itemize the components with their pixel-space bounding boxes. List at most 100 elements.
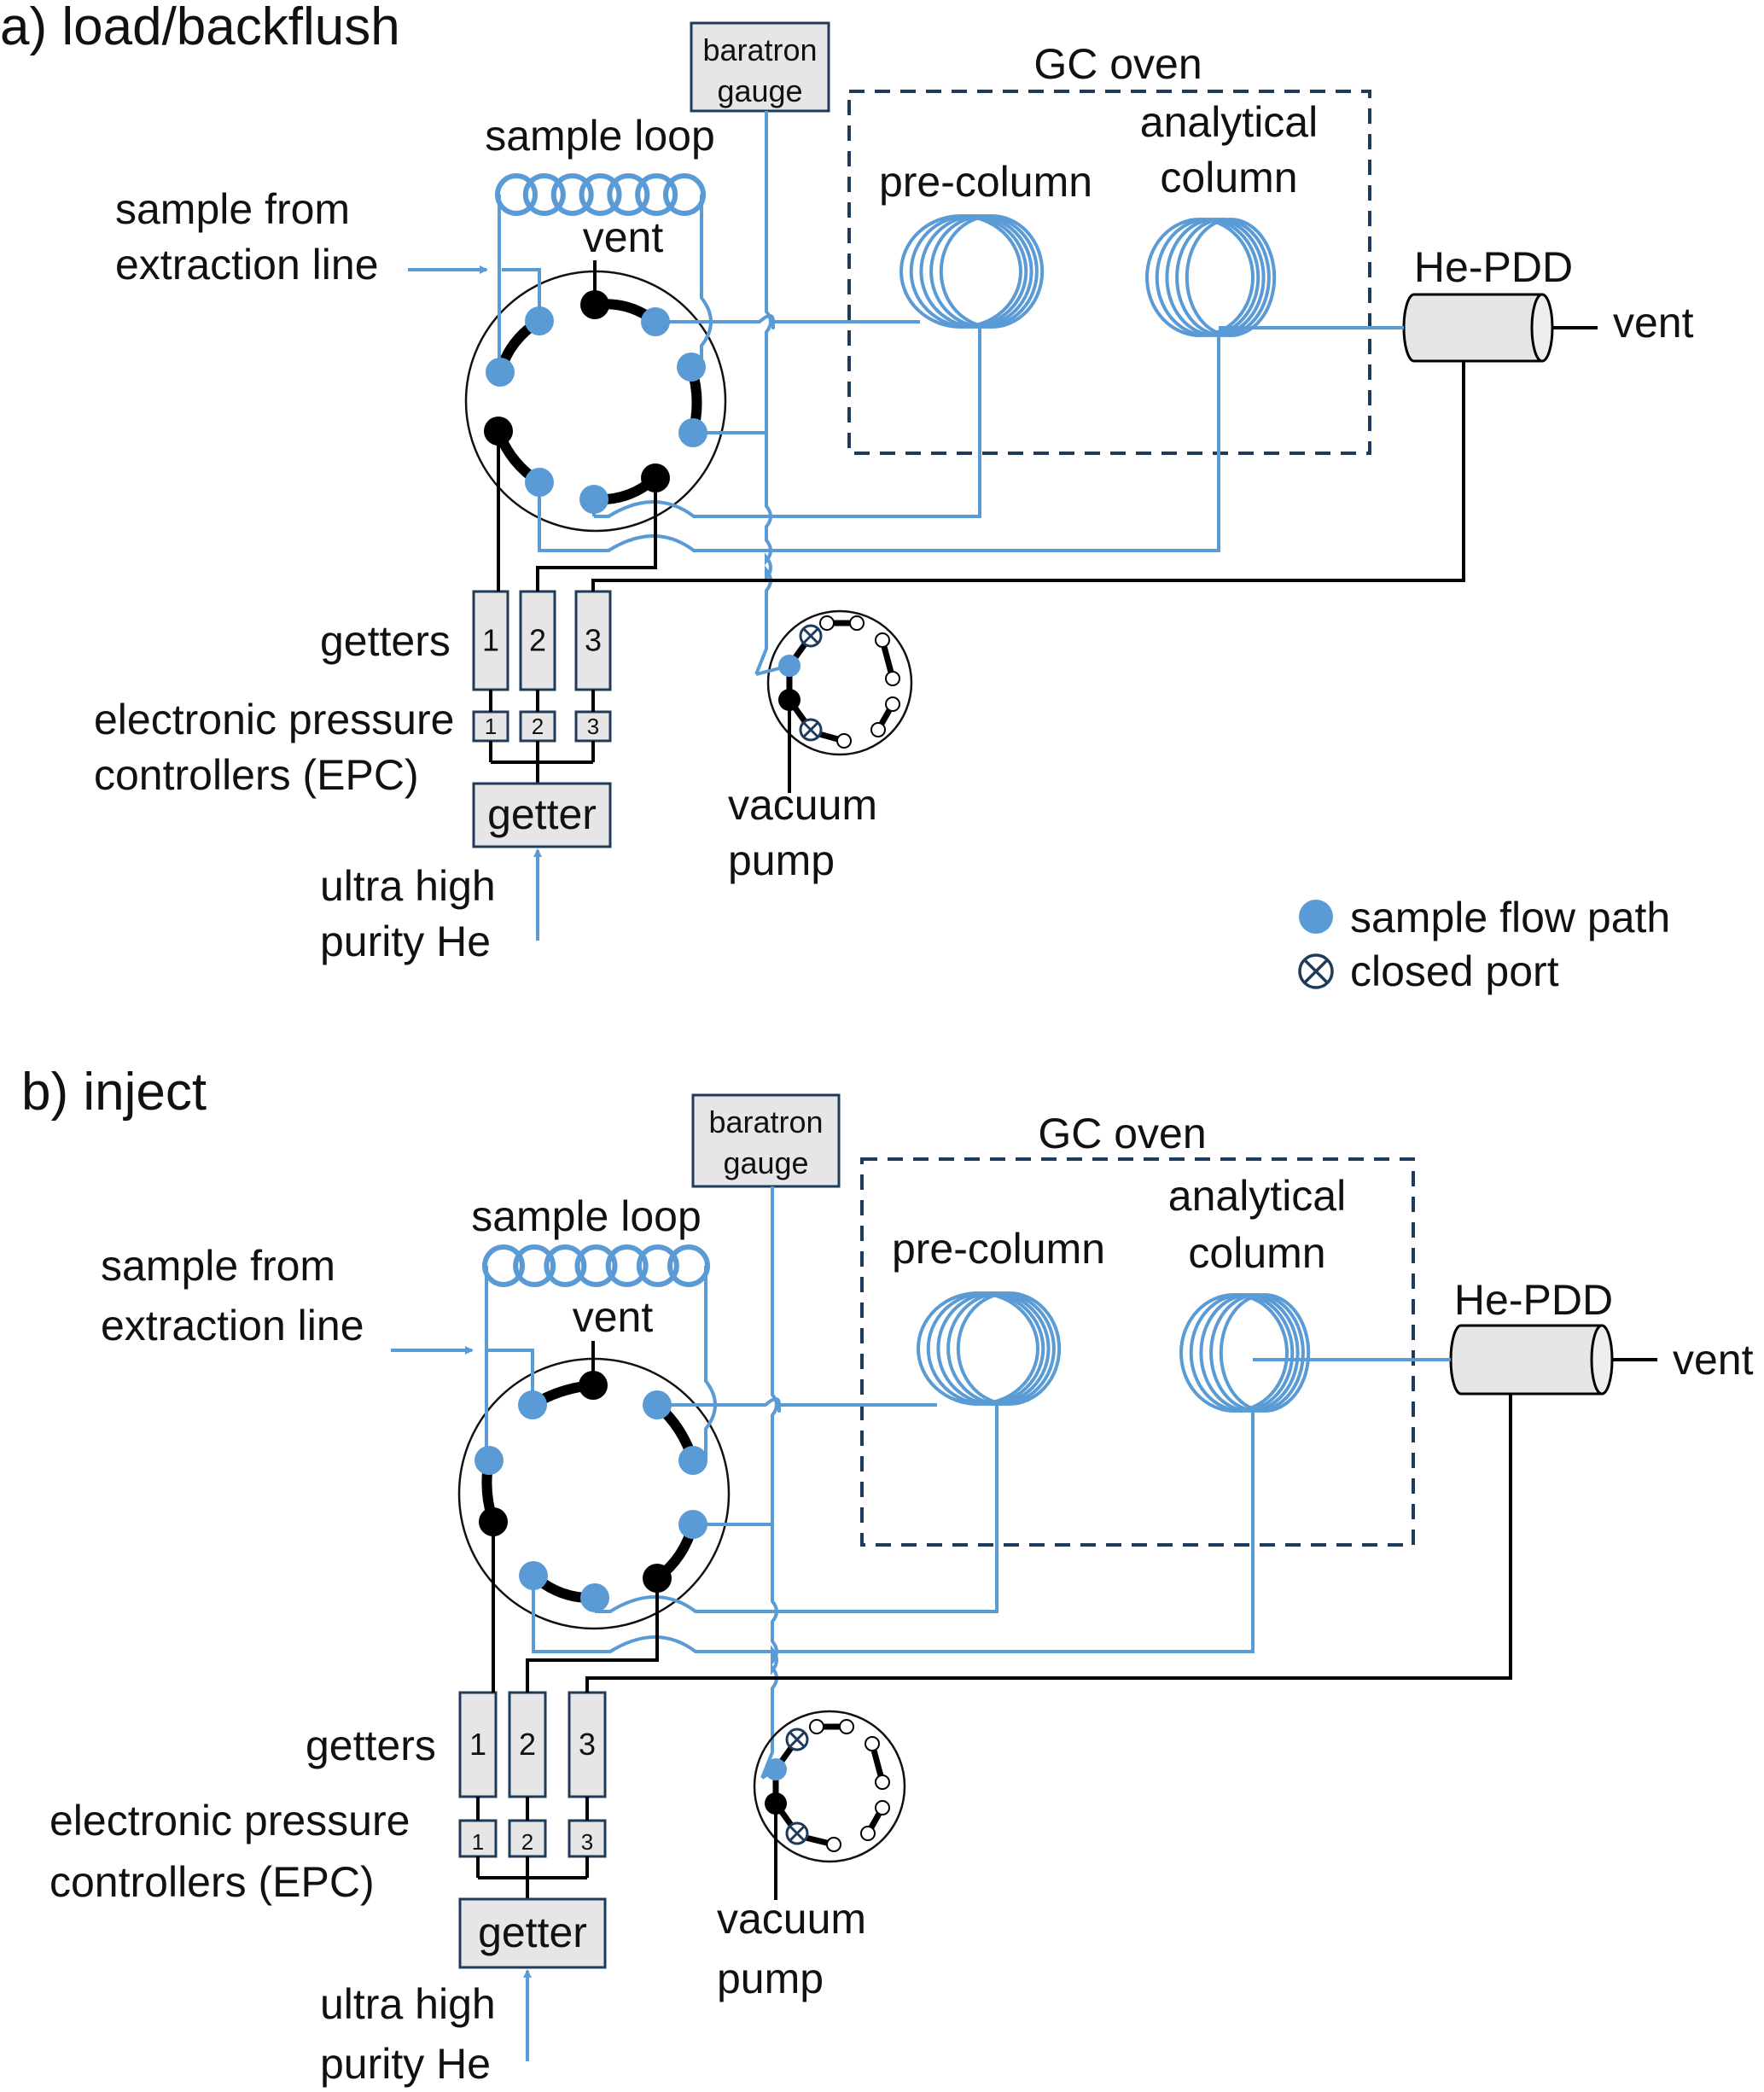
line-precolumn-return [595, 1404, 998, 1613]
valve-vent-label: vent [573, 1293, 654, 1341]
sample-from-label-line2: extraction line [101, 1302, 364, 1349]
vacuum-selector-valve [753, 1710, 906, 1900]
detector-body [1402, 293, 1544, 363]
column-coil-turn [1199, 1293, 1300, 1413]
sample-from-label-line1: sample from [101, 1242, 335, 1290]
selector-port-open [819, 615, 835, 631]
carrier-line-getter2 [536, 478, 657, 591]
getter-1 [472, 590, 509, 691]
analytical-column-label-line1: analytical [1140, 98, 1318, 146]
epc-number: 1 [485, 714, 497, 739]
selector-port-open [875, 1774, 890, 1790]
baratron-gauge-box [691, 1093, 841, 1188]
valve-port-carrier [479, 1507, 508, 1536]
line-analytical-return [532, 1411, 1255, 1653]
baratron-to-selector [755, 664, 790, 676]
selector-port-open [865, 1736, 880, 1751]
getter-2 [519, 590, 556, 691]
main-getter-label: getter [487, 790, 597, 838]
baratron-line [760, 1186, 778, 1779]
getter-number: 1 [469, 1727, 486, 1762]
detector-end-cap [1530, 293, 1554, 363]
epc-number: 2 [532, 714, 544, 739]
column-coil-turn [936, 1291, 1051, 1406]
he-pdd-detector [1449, 1324, 1614, 1396]
panel-title: b) inject [21, 1063, 207, 1122]
valve-port-carrier [643, 1564, 672, 1593]
selector-port-open [875, 1800, 890, 1815]
carrier-line-getter3 [585, 1394, 1512, 1693]
selector-valve-body [766, 609, 913, 756]
valve-port-sample-flow [641, 307, 670, 336]
valve-port-sample-flow [678, 418, 707, 447]
column-coil-turn [1175, 218, 1271, 337]
vacuum-pump-label-line2: pump [717, 1955, 824, 2002]
analytical-column-label-line2: column [1160, 154, 1297, 201]
column-coil-turn [1185, 218, 1277, 337]
sample-flow-path-legend-icon [1299, 900, 1333, 934]
selector-port-open [860, 1826, 876, 1841]
selector-port-open [839, 1719, 854, 1734]
loop-turn [607, 173, 650, 216]
loop-right-leg [700, 195, 713, 367]
sample-from-label-line1: sample from [115, 185, 350, 233]
line-valve-to-precolumn [655, 314, 920, 329]
column-coil-turn [917, 1291, 1039, 1406]
column-coil-turn [1155, 218, 1260, 337]
valve-port-sample-flow [643, 1390, 672, 1419]
valve-port-sample-flow [474, 1446, 504, 1475]
loop-turn [574, 1244, 618, 1287]
pre-column-coil [899, 214, 1045, 329]
loop-turn [513, 1244, 556, 1287]
valve-port-sample-flow [525, 468, 554, 497]
carrier-line-getter3 [591, 361, 1465, 591]
epc-number: 3 [587, 714, 599, 739]
epc-number: 3 [581, 1829, 593, 1855]
closed-port-icon [799, 718, 823, 742]
column-coil-turn [899, 214, 1022, 329]
analytical-column-coil [1179, 1293, 1311, 1413]
selector-valve-body [753, 1710, 906, 1863]
baratron-gauge-box [690, 21, 830, 113]
line-analytical-return [538, 335, 1220, 552]
epc-number: 2 [521, 1829, 533, 1855]
carrier-line-getter2 [526, 1578, 659, 1693]
he-label-line1: ultra high [320, 1980, 496, 2028]
valve-port-carrier [579, 1371, 608, 1400]
detector-label: He-PDD [1454, 1276, 1613, 1324]
baratron-label-line2: gauge [723, 1145, 808, 1180]
selector-port-open [826, 1837, 841, 1852]
sample-inlet-line [487, 1349, 534, 1405]
analytical-column-coil [1145, 218, 1277, 337]
vacuum-pump-label-line1: vacuum [717, 1895, 866, 1943]
getter-number: 3 [585, 623, 602, 658]
epc-number: 1 [472, 1829, 484, 1855]
column-coil-turn [919, 214, 1033, 329]
loop-turn [663, 173, 706, 216]
closed-port-legend-icon [1298, 953, 1334, 989]
pre-column-coil [917, 1291, 1062, 1406]
legend-label-closed-port: closed port [1350, 947, 1559, 995]
valve-port-sample-flow [678, 1446, 707, 1475]
detector-vent-label: vent [1673, 1336, 1754, 1384]
getter-number: 2 [519, 1727, 536, 1762]
valve-port-sample-flow [486, 358, 515, 387]
detector-label: He-PDD [1414, 243, 1573, 291]
epc-label-line2: controllers (EPC) [49, 1858, 375, 1906]
loop-turn [635, 173, 678, 216]
selector-port-open [885, 671, 900, 686]
valve-port-sample-flow [678, 1510, 707, 1539]
column-coil-turn [926, 1291, 1045, 1406]
gc-oven-boundary [860, 1157, 1415, 1547]
gc-oven-label: GC oven [1033, 40, 1202, 88]
getter-2 [508, 1691, 547, 1798]
main-getter-box [472, 782, 612, 848]
sample-loop-coil [495, 173, 706, 216]
getter-number: 2 [529, 623, 546, 658]
column-coil-turn [956, 1291, 1062, 1406]
selector-port-open [836, 733, 852, 749]
